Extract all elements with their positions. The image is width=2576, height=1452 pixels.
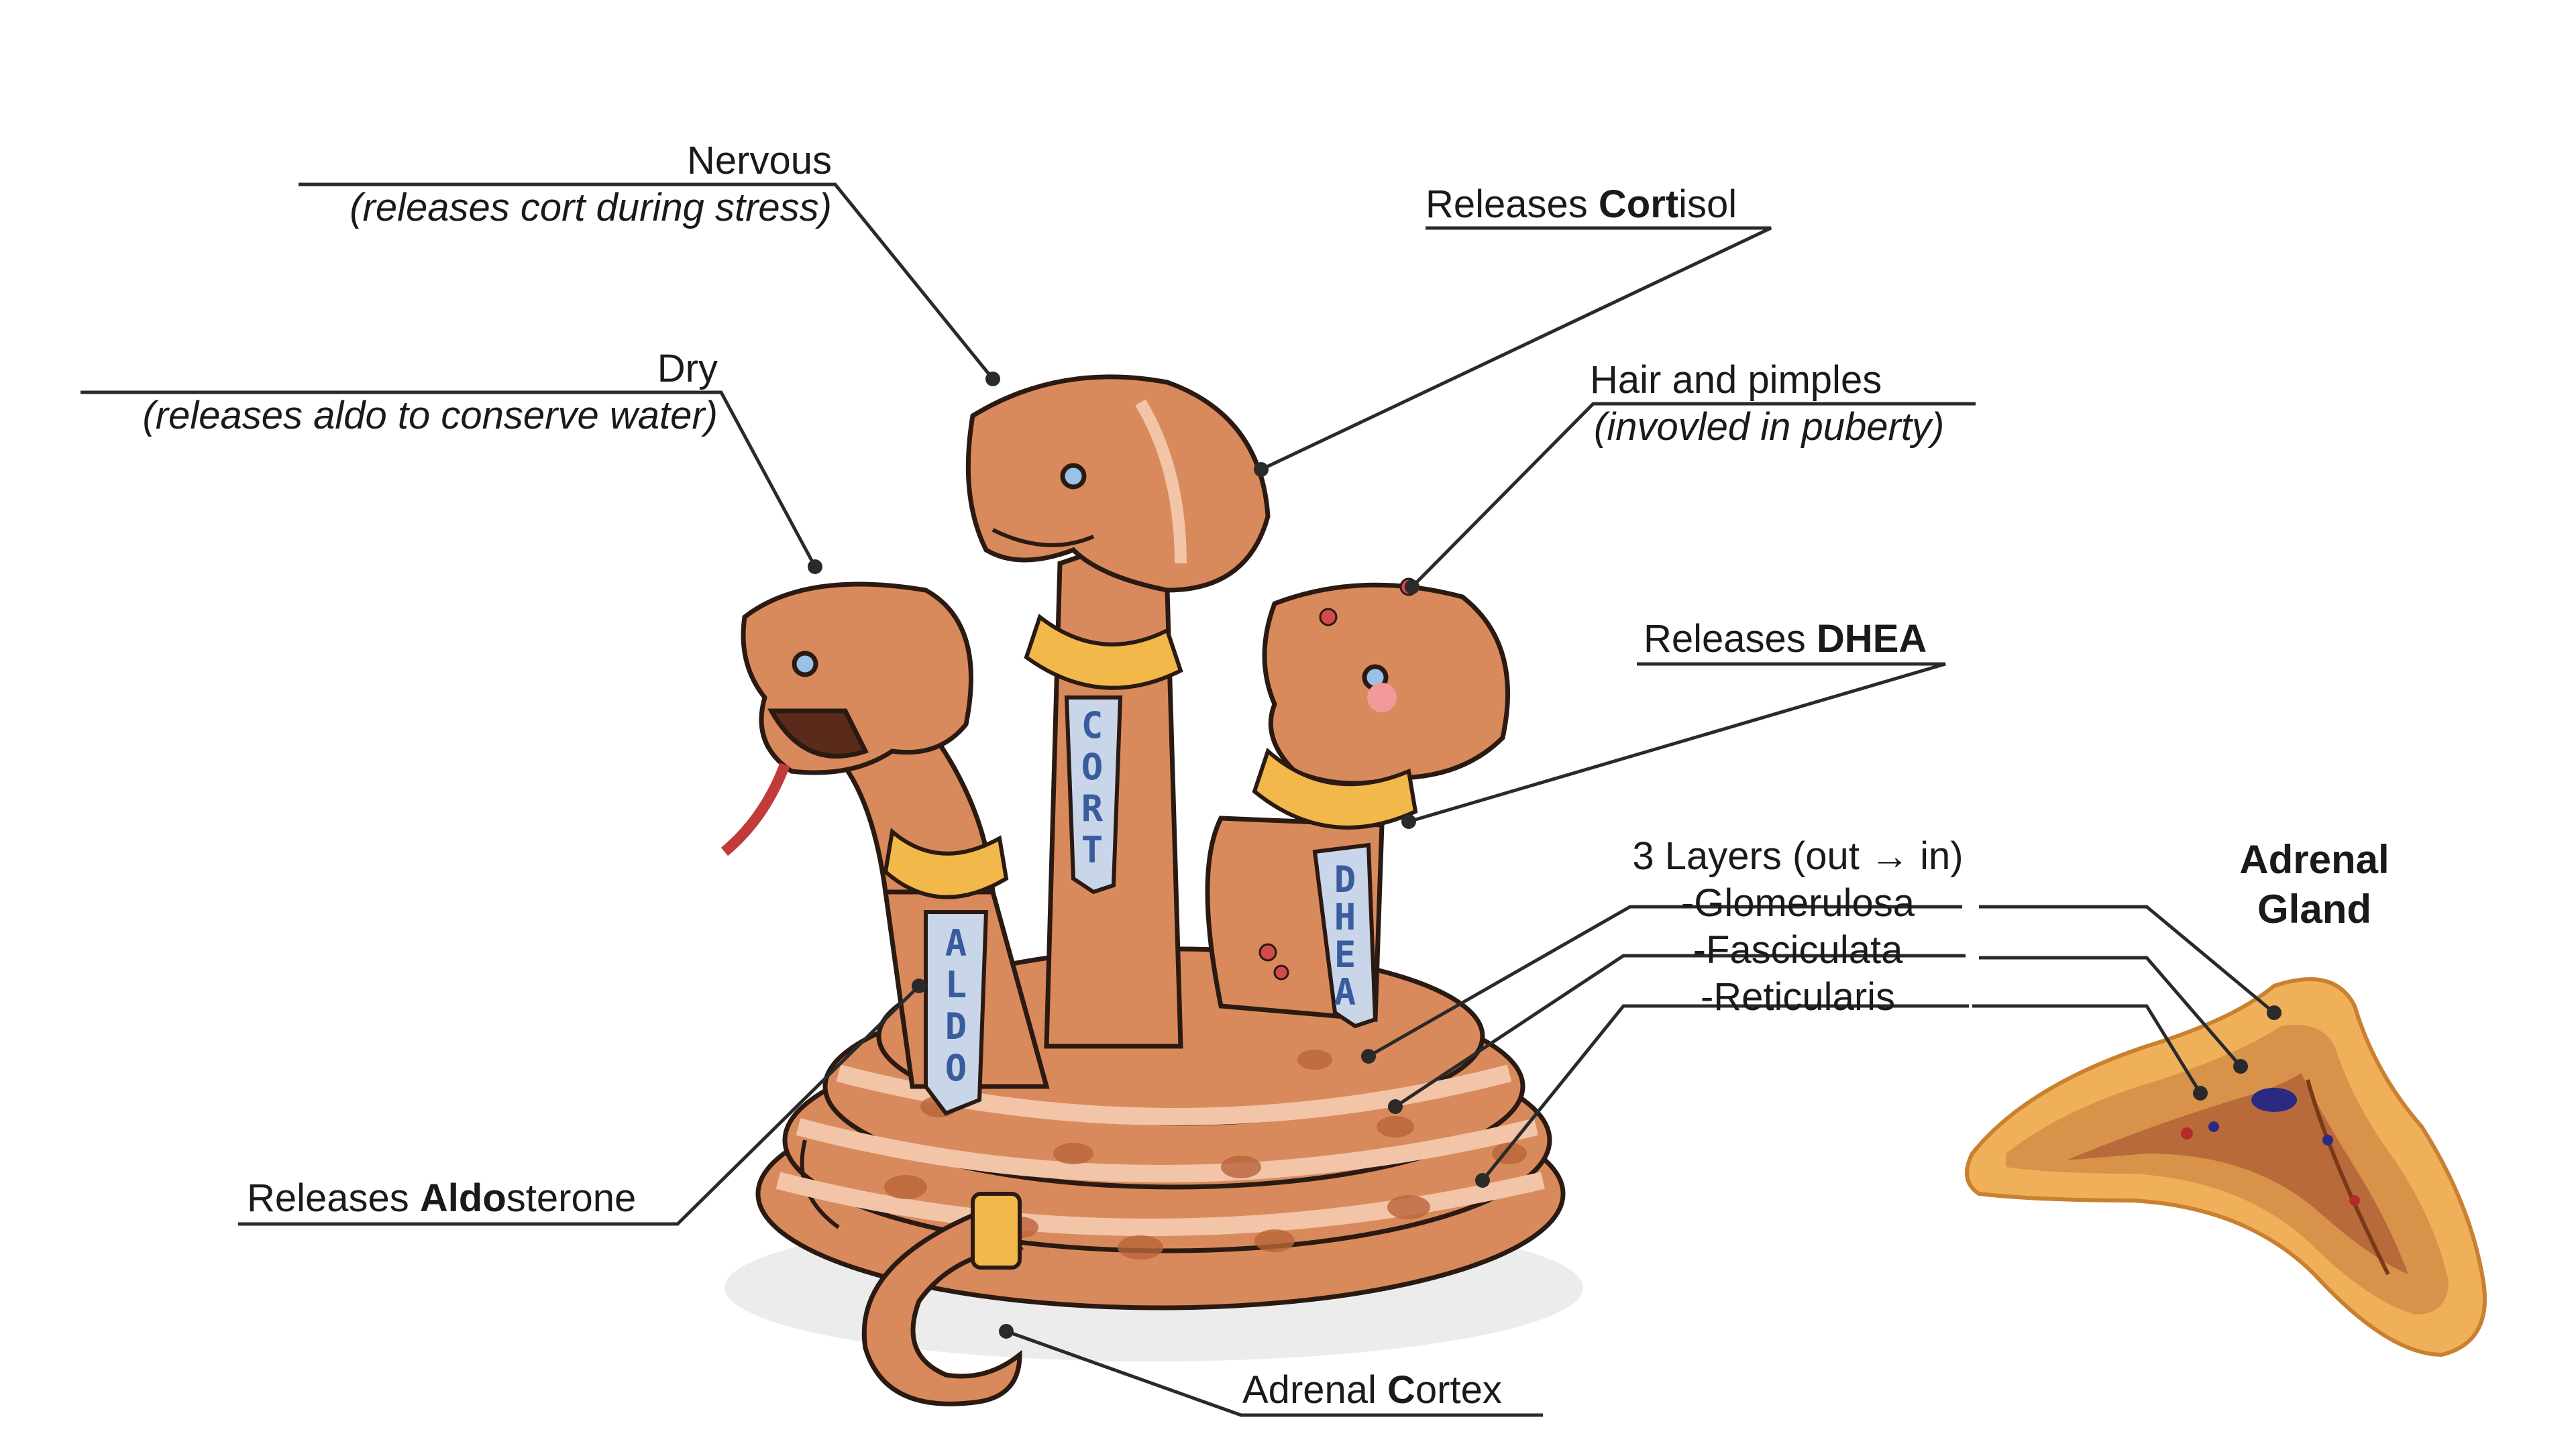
label-gland-line2: Gland	[2257, 887, 2371, 932]
label-layer-1: -Glomerulosa	[1680, 881, 1915, 925]
label-nervous-detail: (releases cort during stress)	[350, 186, 832, 229]
label-layer-2: -Fasciculata	[1693, 928, 1903, 972]
collar-tag-letter: H	[1334, 896, 1356, 938]
label-gland-line1: Adrenal	[2239, 837, 2390, 882]
label-dry: Dry (releases aldo to conserve water)	[54, 345, 718, 439]
label-hair-title: Hair and pimples	[1590, 358, 1882, 402]
label-cortisol-bold: Cort	[1598, 182, 1679, 226]
collar-tag-letter: O	[1081, 746, 1104, 788]
central-vein	[2251, 1088, 2297, 1112]
collar-tag-letter: A	[945, 922, 967, 964]
snake-tail	[861, 1204, 1024, 1406]
collar-tag-letter: D	[1334, 858, 1356, 901]
collar-tag-letter: O	[945, 1047, 967, 1089]
label-layers: 3 Layers (out → in) -Glomerulosa -Fascic…	[1610, 833, 1986, 1021]
collar-tag-letter: E	[1334, 934, 1356, 976]
leader-dots	[808, 372, 2282, 1339]
tail-ring	[971, 1192, 1022, 1270]
label-cortex: Adrenal Cortex	[1242, 1368, 1502, 1412]
adrenal-gland-illustration	[1965, 977, 2487, 1357]
label-aldosterone-bold: Aldo	[419, 1176, 506, 1220]
label-nervous-title: Nervous	[687, 139, 832, 182]
label-adrenal-gland: Adrenal Gland	[2214, 835, 2415, 934]
coil-spots	[884, 1036, 1527, 1260]
collar-tag-letter: R	[1081, 787, 1104, 830]
label-nervous: Nervous (releases cort during stress)	[282, 137, 832, 231]
collar-tag-letter: A	[1334, 971, 1356, 1013]
label-cortisol: Releases Cortisol	[1426, 182, 1737, 226]
collar-tag-letter: D	[945, 1005, 967, 1048]
collar-tags	[924, 695, 1378, 1116]
label-hair-detail: (invovled in puberty)	[1594, 405, 1945, 449]
label-dhea-bold: DHEA	[1816, 617, 1927, 661]
label-dry-detail: (releases aldo to conserve water)	[142, 394, 718, 437]
label-aldosterone: Releases Aldosterone	[247, 1176, 637, 1220]
head-middle	[965, 374, 1271, 593]
label-layers-title: 3 Layers (out → in)	[1632, 834, 1964, 878]
label-layer-3: -Reticularis	[1700, 975, 1896, 1019]
label-hair: Hair and pimples (invovled in puberty)	[1590, 357, 1944, 451]
label-dry-title: Dry	[657, 347, 718, 390]
collar-tag-letter: T	[1081, 829, 1104, 871]
label-cortex-bold: C	[1387, 1368, 1415, 1412]
label-dhea: Releases DHEA	[1644, 617, 1927, 661]
head-right	[1258, 577, 1510, 981]
head-left	[720, 581, 973, 856]
leader-lines	[80, 182, 2275, 1417]
collars	[883, 614, 1418, 899]
collar-tag-letter: C	[1081, 704, 1104, 746]
collar-tag-letter: L	[945, 964, 967, 1006]
